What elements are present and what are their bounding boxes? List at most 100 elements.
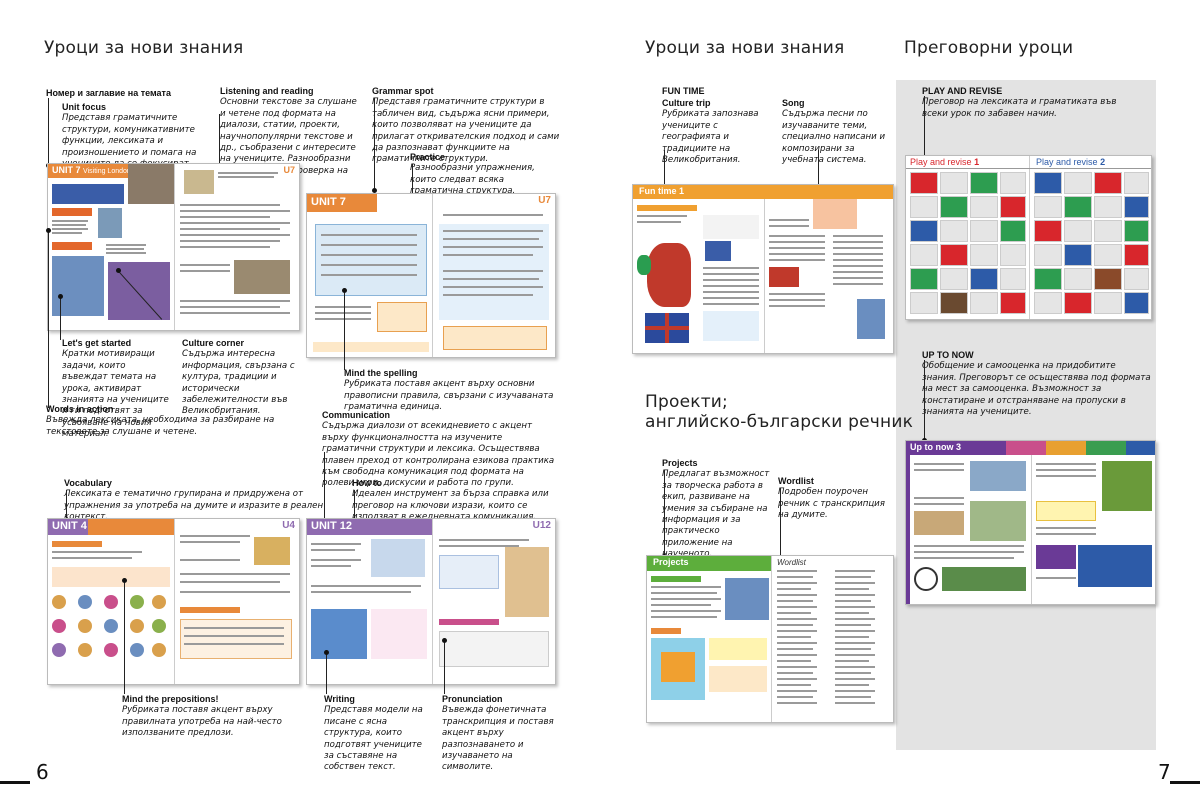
leader-line [324, 452, 325, 522]
leader-dot [442, 638, 447, 643]
leader-dot [122, 578, 127, 583]
pronunciation-heading: Pronunciation [442, 694, 503, 704]
annotation-title-heading: Номер и заглавие на темата [46, 88, 171, 98]
culture-corner-heading: Culture corner [182, 338, 245, 348]
annotation-up-to-now: UP TO NOW Обобщение и самооценка на прид… [922, 350, 1152, 418]
unit-number: 12 [339, 520, 352, 532]
practice-text: Разнообразни упражнения, които следват в… [410, 163, 535, 197]
leader-dot [116, 268, 121, 273]
leader-dot [342, 288, 347, 293]
song-text: Съдържа песни по изучаваните теми, специ… [782, 109, 886, 166]
bottom-rule-left [0, 781, 30, 784]
up-to-now-label: Up to now [910, 442, 954, 452]
communication-text: Съдържа диалози от всекидневието с акцен… [322, 421, 555, 489]
unit7-right-label: U7 [283, 165, 295, 175]
unit-title: Visiting London [83, 168, 131, 175]
unit12-spread: UNIT 12 U12 [306, 518, 556, 685]
leader-dot [372, 188, 377, 193]
how-to-text: Идеален инструмент за бърза справка или … [352, 489, 549, 522]
unit12-header: UNIT 12 [307, 519, 432, 535]
wordlist-label: Wordlist [777, 558, 806, 567]
projects-text: Предлагат възможност за творческа работа… [662, 469, 770, 559]
unit7-right-label: U7 [538, 195, 551, 206]
projects-label: Projects [653, 557, 689, 567]
fun-time-number: 1 [679, 186, 685, 196]
leader-line [664, 150, 665, 188]
leader-line [344, 290, 345, 370]
leader-dot [46, 228, 51, 233]
leader-dot [58, 294, 63, 299]
projects-header: Projects [647, 556, 771, 571]
communication-heading: Communication [322, 410, 391, 420]
annotation-mind-spelling: Mind the spelling Рубриката поставя акце… [344, 368, 554, 414]
annotation-practice: Practice Разнообразни упражнения, които … [410, 152, 560, 198]
unit-number: 4 [80, 520, 87, 532]
leader-line [664, 470, 665, 556]
annotation-grammar: Grammar spot Представя граматичните стру… [372, 86, 562, 166]
writing-text: Представя модели на писане с ясна структ… [324, 705, 423, 773]
leader-line [219, 114, 220, 169]
leader-line [48, 98, 49, 164]
leader-line [48, 230, 49, 408]
play-revise-1-header: Play and revise 1 [910, 157, 979, 167]
annotation-wordlist: Wordlist Подробен поурочен речник с тран… [778, 476, 890, 522]
song-heading: Song [782, 98, 805, 108]
unit4-spread: UNIT 4 U4 [47, 518, 300, 685]
annotation-lets-get-started: Let's get started Кратки мотивиращи зада… [62, 338, 172, 441]
leader-line [924, 360, 925, 440]
unit-focus-heading: Unit focus [62, 102, 106, 112]
practice-heading: Practice [410, 152, 446, 162]
culture-trip-text: Рубриката запознава учениците с географи… [662, 109, 759, 166]
grammar-text: Представя граматичните структури в табли… [372, 97, 560, 165]
annotation-projects: Projects Предлагат възможност за творчес… [662, 458, 772, 561]
right-section-title-new: Уроци за нови знания [645, 38, 845, 58]
vocabulary-heading: Vocabulary [64, 478, 112, 488]
page-number-right: 7 [1158, 760, 1171, 784]
lets-get-started-text: Кратки мотивиращи задачи, които въвеждат… [62, 349, 169, 440]
bottom-rule-right [1170, 781, 1200, 784]
annotation-how-to: How to Идеален инструмент за бърза справ… [352, 478, 552, 524]
annotation-title: Номер и заглавие на темата [46, 88, 216, 99]
up-to-now-number: 3 [956, 442, 962, 452]
mind-spelling-heading: Mind the spelling [344, 368, 418, 378]
fun-time-spread: Fun time 1 [632, 184, 894, 354]
leader-dot [324, 650, 329, 655]
wordlist-heading: Wordlist [778, 476, 814, 486]
words-in-action-heading: Words in action [46, 404, 114, 414]
unit-label: UNIT [52, 520, 78, 532]
page-number-left: 6 [36, 760, 49, 784]
annotation-vocabulary: Vocabulary Лексиката е тематично групира… [64, 478, 334, 524]
leader-line [780, 488, 781, 558]
up-to-now-header: Up to now 3 [906, 441, 1006, 455]
unit12-right-label: U12 [532, 520, 551, 531]
right-section-title-revision: Преговорни уроци [904, 38, 1074, 58]
lets-get-started-heading: Let's get started [62, 338, 132, 348]
play-revise-1-number: 1 [974, 157, 980, 167]
projects-title-line1: Проекти; [645, 392, 728, 412]
play-revise-heading: PLAY AND REVISE [922, 86, 1003, 96]
left-section-title: Уроци за нови знания [44, 38, 244, 58]
play-revise-2-number: 2 [1100, 157, 1106, 167]
annotation-mind-prepositions: Mind the prepositions! Рубриката поставя… [122, 694, 322, 740]
grammar-heading: Grammar spot [372, 86, 434, 96]
listening-heading: Listening and reading [220, 86, 314, 96]
leader-line [818, 150, 819, 190]
annotation-fun-time: FUN TIME [662, 86, 762, 97]
unit-number: 7 [75, 165, 81, 175]
culture-trip-heading: Culture trip [662, 98, 711, 108]
mind-prepositions-text: Рубриката поставя акцент върху правилнат… [122, 705, 282, 739]
projects-heading: Projects [662, 458, 698, 468]
unit-number: 7 [339, 196, 346, 208]
words-in-action-text: Въвежда лексиката, необходима за разбира… [46, 415, 275, 437]
leader-line [412, 164, 413, 204]
leader-line [374, 98, 375, 188]
annotation-culture-corner: Culture corner Съдържа интересна информа… [182, 338, 297, 418]
leader-line [326, 652, 327, 694]
how-to-heading: How to [352, 478, 382, 488]
leader-line [124, 580, 125, 694]
play-revise-2-label: Play and revise [1036, 157, 1098, 167]
leader-line [60, 296, 61, 340]
wordlist-text: Подробен поурочен речник с транскрипция … [778, 487, 885, 521]
writing-heading: Writing [324, 694, 355, 704]
annotation-play-revise: PLAY AND REVISE Преговор на лексиката и … [922, 86, 1122, 120]
